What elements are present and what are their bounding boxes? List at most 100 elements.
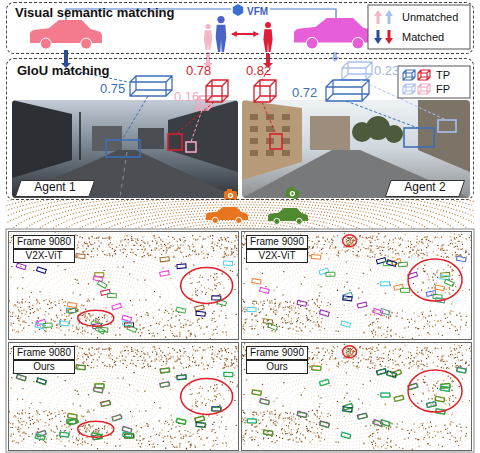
agent-tag: Agent 2 [385, 180, 465, 197]
highlight-ellipse [78, 310, 114, 326]
object-box [223, 372, 232, 376]
legend-entry: Unmatched [372, 9, 458, 25]
lidar-points [242, 344, 467, 448]
prediction-box [435, 396, 445, 402]
legend-entry: TP [402, 69, 450, 81]
lidar-ring [8, 342, 239, 451]
person-body [263, 29, 272, 52]
object-box [376, 369, 386, 375]
camera-body [224, 191, 237, 200]
person-silhouette [216, 16, 227, 52]
lidar-ring [65, 277, 145, 311]
cube-box-icon [418, 84, 430, 94]
image-sky [12, 100, 238, 198]
lidar-ring [8, 342, 239, 451]
node-heading: Frame 9080 [13, 235, 75, 249]
highlight-ellipse [408, 370, 462, 412]
building-window [282, 150, 290, 156]
confidence-score: 0.75 [100, 82, 125, 97]
lidar-ring [65, 388, 145, 422]
cube-box-icon [403, 84, 415, 94]
prediction-box [343, 407, 352, 412]
prediction-box [60, 432, 69, 437]
object-box [357, 302, 367, 308]
lidar-ring [241, 231, 472, 340]
lidar-ring [8, 342, 239, 451]
building-window [250, 126, 258, 132]
object-box [297, 300, 307, 306]
prediction-box [94, 387, 104, 393]
lidar-ring [60, 202, 420, 229]
object-box [297, 411, 307, 417]
highlight-ellipse [343, 346, 357, 358]
object-box [440, 275, 450, 280]
agent-vehicles [206, 186, 308, 225]
lidar-ring [322, 288, 354, 301]
lidar-ring [8, 234, 239, 340]
lidar-points [242, 345, 472, 449]
object-box [66, 419, 75, 423]
lidar-ring [33, 375, 177, 435]
image-building [138, 128, 164, 149]
lidar-ring [266, 375, 410, 435]
lidar-ring [6, 199, 474, 229]
lidar-ring [241, 342, 472, 451]
lidar-points [8, 343, 239, 450]
object-box [76, 365, 85, 370]
image-road [242, 150, 470, 198]
object-box [16, 374, 26, 380]
legend-text: Unmatched [402, 11, 458, 23]
point-cloud-view [8, 231, 239, 340]
node-heading: Agent 1 [15, 181, 95, 195]
lidar-ring [8, 231, 239, 340]
lidar-ring [9, 365, 201, 446]
object-box [112, 303, 122, 309]
lidar-ring [250, 368, 426, 442]
object-box [176, 307, 186, 313]
car-silhouette [294, 18, 376, 49]
object-box [223, 261, 232, 265]
lidar-ring [322, 399, 354, 412]
object-box [387, 260, 397, 267]
lidar-ring [242, 365, 434, 446]
legend-text: TP [436, 69, 450, 81]
lidar-ring [274, 267, 402, 321]
building-window [266, 114, 274, 120]
building-window [250, 114, 258, 120]
object-box [112, 414, 122, 420]
leader-line [191, 110, 202, 142]
lidar-ring [290, 274, 386, 314]
lidar-ring [8, 342, 239, 451]
car-wheel [81, 38, 92, 49]
object-box [247, 419, 256, 423]
lidar-ring [125, 215, 355, 229]
legend-frame [398, 66, 470, 98]
legend-arrow-icon [385, 30, 393, 44]
object-box [76, 254, 85, 259]
node-text: V2X-ViT [13, 249, 75, 263]
lidar-ring [21, 199, 459, 229]
result-panel: Frame 9080V2X-ViT [8, 231, 239, 340]
street-pole [79, 112, 81, 160]
lidar-ring [241, 251, 442, 338]
lidar-ring [8, 231, 239, 340]
building-window [266, 150, 274, 156]
person-head [205, 24, 210, 29]
detection-box [186, 142, 196, 152]
legend-arrow-icon [374, 10, 382, 24]
lidar-ring [298, 388, 378, 422]
lidar-points [242, 346, 472, 450]
lidar-ring [282, 382, 394, 429]
lidar-points [10, 346, 238, 447]
lidar-ring [8, 231, 239, 340]
lidar-ring [6, 199, 474, 229]
prediction-box [67, 420, 76, 424]
confidence-score: 0.23 [374, 64, 399, 79]
agent-camera-image [242, 100, 470, 198]
camera-top [227, 189, 232, 191]
prediction-box [373, 420, 383, 427]
lidar-ring [241, 362, 442, 449]
object-box [247, 308, 256, 312]
object-box [380, 282, 389, 286]
